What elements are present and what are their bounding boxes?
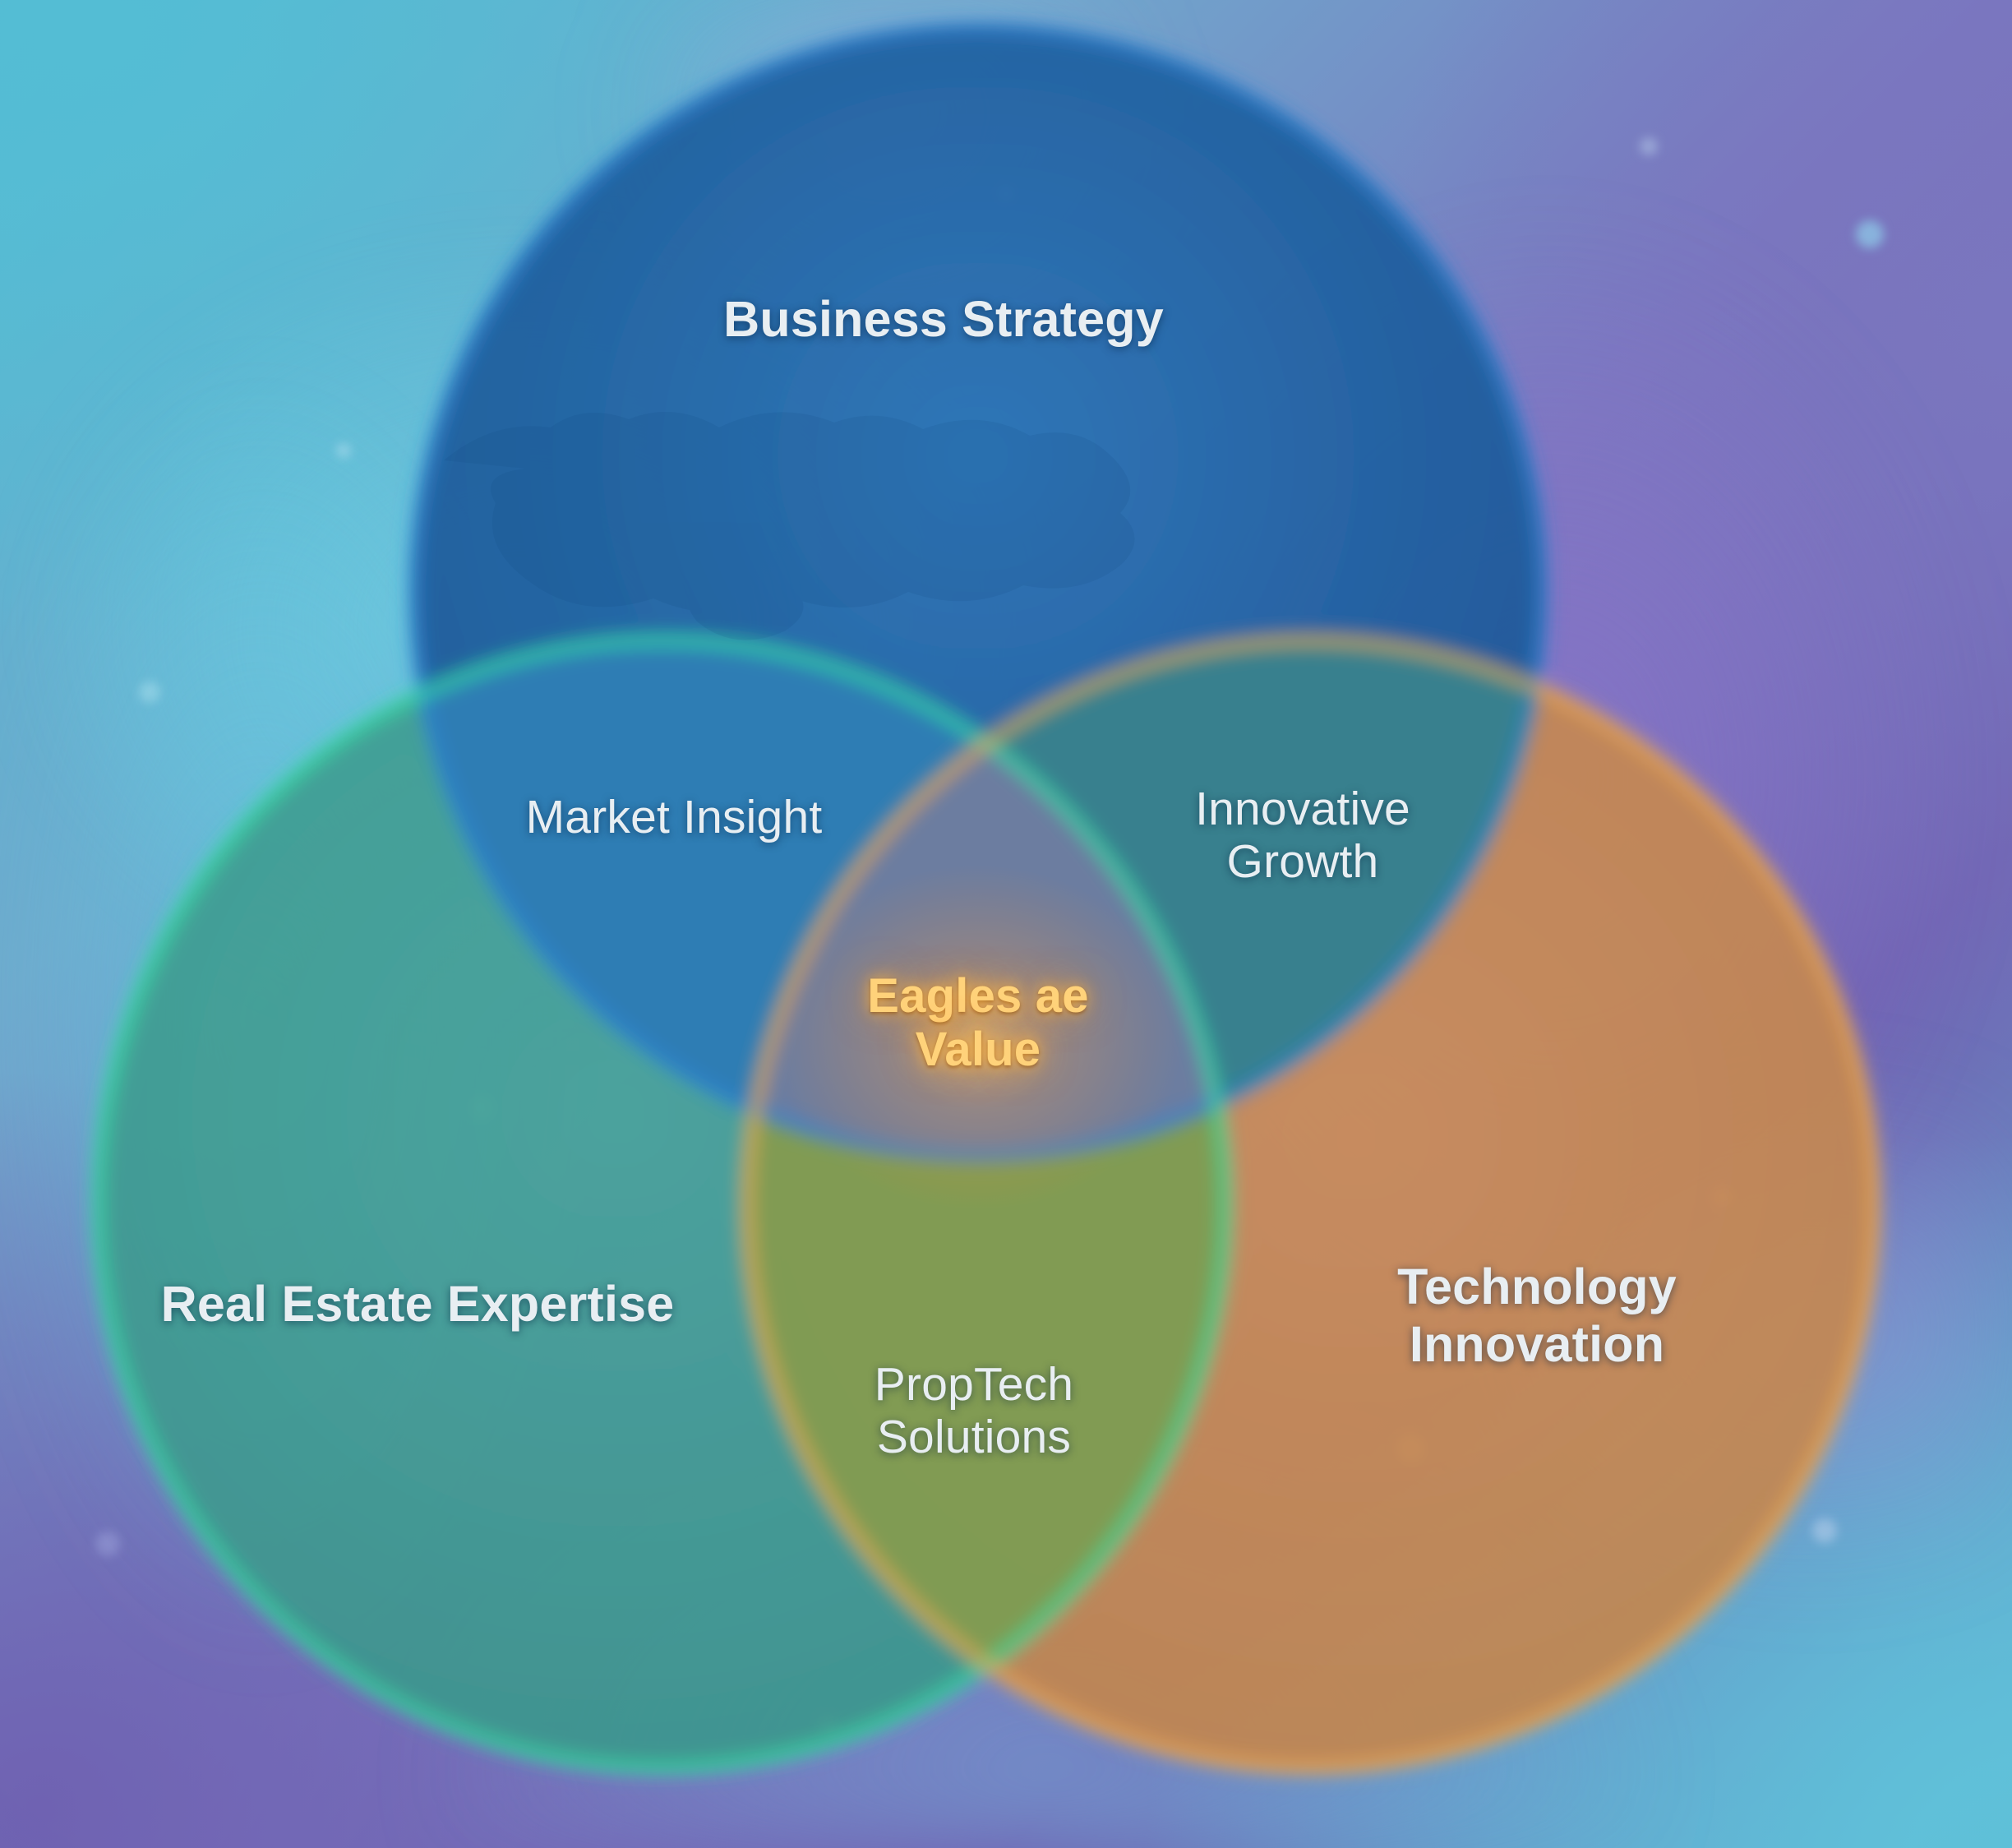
rim-real-estate-expertise [92, 635, 1231, 1774]
label-real-estate-expertise[interactable]: Real Estate Expertise [160, 1276, 675, 1332]
label-innovative-growth[interactable]: Innovative Growth [1195, 783, 1410, 888]
rim-technology-innovation [741, 635, 1880, 1774]
label-proptech-solutions[interactable]: PropTech Solutions [874, 1358, 1074, 1463]
label-business-strategy[interactable]: Business Strategy [723, 291, 1164, 347]
label-eagles-ae-value[interactable]: Eagles ae Value [867, 969, 1089, 1076]
label-technology-innovation[interactable]: Technology Innovation [1397, 1259, 1677, 1372]
label-market-insight[interactable]: Market Insight [525, 791, 823, 844]
world-map-texture [444, 412, 1135, 640]
core-glow [773, 865, 1184, 1210]
